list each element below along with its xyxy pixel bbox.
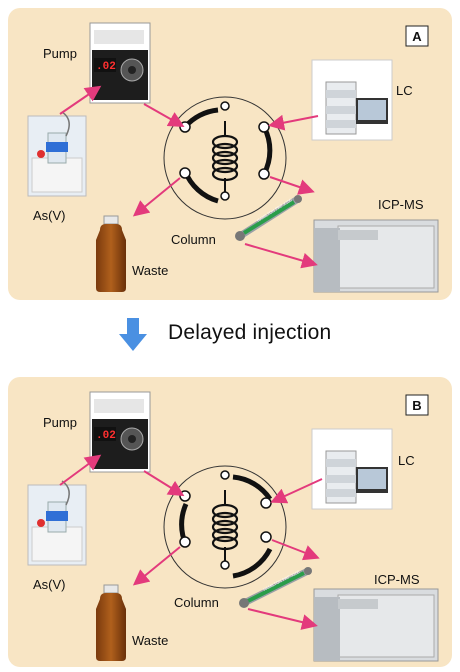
arrow-column-to-icpms [244, 243, 318, 269]
arrow-lc-to-valve [268, 114, 319, 131]
lc-label: LC [398, 453, 415, 468]
as-sample-vial [27, 480, 87, 566]
pump-label: Pump [43, 415, 77, 430]
panel-badge: A [405, 25, 429, 47]
waste-label: Waste [132, 633, 168, 648]
column-label: Column [174, 595, 219, 610]
sample-loop-icon [211, 490, 239, 563]
arrow-lc-to-valve [270, 478, 323, 504]
arrow-valve-to-waste [132, 546, 181, 586]
pump-display: .02 [96, 61, 116, 73]
arrow-sample-to-pump [59, 454, 102, 486]
column: HAMILTON PRP-X100 [239, 567, 312, 608]
arrow-valve-to-waste [132, 177, 181, 217]
waste-bottle [96, 215, 126, 292]
as-label: As(V) [33, 208, 66, 223]
as-label: As(V) [33, 577, 66, 592]
arrow-column-to-icpms [247, 608, 318, 630]
waste-label: Waste [132, 263, 168, 278]
transition-label: Delayed injection [168, 321, 332, 344]
lc-instrument [311, 428, 393, 510]
pump-display: .02 [96, 430, 116, 442]
icpms-instrument [313, 588, 439, 662]
arrow-valve-to-column [271, 539, 320, 561]
flow-arrows [59, 85, 319, 269]
as-sample-vial [27, 111, 87, 197]
icpms-instrument [313, 219, 439, 293]
six-port-valve [163, 465, 287, 589]
column-text: HAMILTON PRP-X100 [256, 197, 293, 223]
lc-label: LC [396, 83, 413, 98]
svg-text:A: A [412, 29, 422, 44]
panel-b: B .02 Pump As(V) Waste [8, 377, 452, 667]
flow-arrows [59, 454, 323, 630]
lc-instrument [311, 59, 393, 141]
waste-bottle [96, 584, 126, 661]
six-port-valve [163, 96, 287, 220]
arrow-pump-to-valve [143, 103, 185, 127]
sample-loop-icon [211, 121, 239, 194]
column-label: Column [171, 232, 216, 247]
diagram-b: B .02 Pump As(V) Waste [27, 391, 439, 662]
arrow-sample-to-pump [59, 85, 102, 115]
icpms-label: ICP-MS [378, 197, 424, 212]
icpms-label: ICP-MS [374, 572, 420, 587]
panel-a: A .02 Pump As(V) Waste [8, 8, 452, 300]
svg-text:B: B [412, 398, 421, 413]
pump-label: Pump [43, 46, 77, 61]
pump-device: .02 [89, 391, 151, 473]
arrow-pump-to-valve [143, 470, 185, 497]
down-arrow-icon [119, 318, 147, 351]
arrow-valve-to-column [269, 176, 315, 195]
pump-device: .02 [89, 22, 151, 104]
panel-badge: B [405, 394, 429, 416]
column: HAMILTON PRP-X100 [235, 195, 302, 241]
diagram-a: A .02 Pump As(V) Waste [27, 22, 439, 293]
